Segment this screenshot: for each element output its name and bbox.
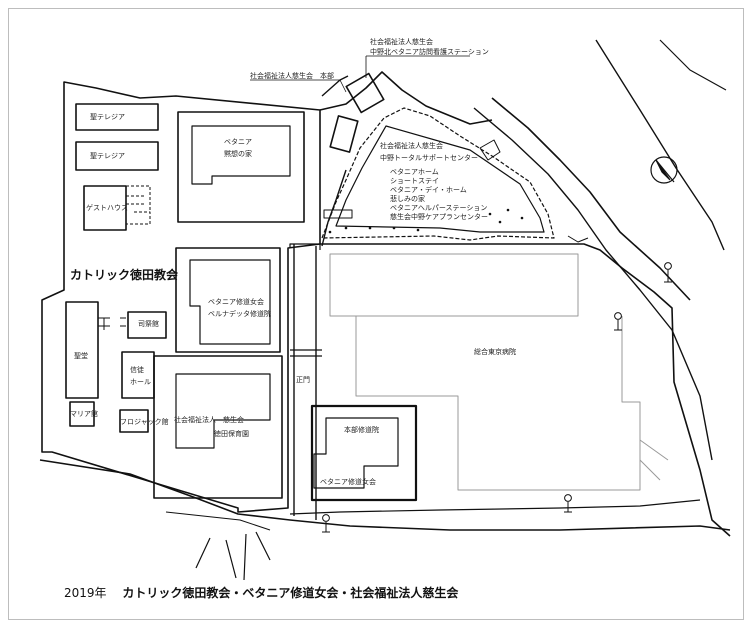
caption-year: 2019年 — [64, 586, 107, 600]
nursery-building — [153, 355, 283, 499]
church-site-boundary — [41, 81, 321, 513]
label-seido: 聖堂 — [74, 352, 88, 360]
label-seiteresia-2: 聖テレジア — [90, 152, 125, 160]
label-support-item-4: 悲しみの家 — [390, 195, 425, 203]
frojack-building — [119, 409, 149, 433]
care-center-boundary — [321, 107, 555, 241]
seiteresia-1-building — [75, 103, 159, 131]
label-support-center-1: 社会福祉法人慈生会 — [380, 142, 443, 150]
label-support-item-1: ベタニアホーム — [390, 168, 439, 176]
label-honbu-convent: 本部修道院 — [344, 426, 379, 434]
guest-house-building — [83, 185, 127, 231]
label-jikeikai-top: 社会福祉法人慈生会 — [370, 38, 433, 46]
label-nursery-1: 社会福祉法人 慈生会 — [174, 416, 244, 424]
label-support-item-5: ベタニアヘルパーステーション — [390, 204, 488, 212]
label-convent-2: ベルナデッタ修道院 — [208, 310, 271, 318]
map-caption: 2019年 カトリック徳田教会・ベタニア修道女会・社会福祉法人慈生会 — [64, 584, 458, 601]
label-gate: 正門 — [296, 376, 310, 384]
label-believer-hall-2: ホール — [130, 378, 151, 386]
label-nakano-kita: 中野北ベタニア訪問看護ステーション — [370, 48, 489, 56]
compass-icon — [650, 156, 678, 184]
label-nursery-2: 徳田保育園 — [214, 430, 249, 438]
visiting-nurse-building — [345, 72, 385, 114]
label-retreat-house-1: ベタニア — [224, 138, 252, 146]
seiteresia-2-building — [75, 141, 159, 171]
label-church: カトリック徳田教会 — [70, 268, 179, 282]
label-guest-house: ゲストハウス — [86, 204, 128, 212]
retreat-house-building — [177, 111, 305, 223]
label-honbu: 社会福祉法人慈生会 本部 — [250, 72, 334, 80]
hospital-building — [329, 253, 579, 317]
label-hospital: 総合東京病院 — [474, 348, 516, 356]
label-maria-hall: マリア館 — [70, 410, 98, 418]
label-bethania-sisters: ベタニア修道女会 — [320, 478, 376, 486]
priest-house-building — [127, 311, 167, 339]
label-believer-hall-1: 信徒 — [130, 366, 144, 374]
label-support-center-2: 中野トータルサポートセンター — [380, 154, 478, 162]
label-convent-1: ベタニア修道女会 — [208, 298, 264, 306]
label-support-item-3: ベタニア・デイ・ホーム — [390, 186, 467, 194]
chapel-building — [65, 301, 99, 399]
main-road — [321, 75, 349, 247]
label-shisai: 司祭館 — [138, 320, 159, 328]
label-seiteresia-1: 聖テレジア — [90, 113, 125, 121]
label-support-item-6: 慈生会中野ケアプランセンター — [390, 213, 488, 221]
caption-title: カトリック徳田教会・ベタニア修道女会・社会福祉法人慈生会 — [122, 586, 459, 600]
label-support-item-2: ショートステイ — [390, 177, 439, 185]
label-frojack: フロジャック館 — [120, 418, 169, 426]
honbu-building — [329, 115, 359, 153]
sisters-compound — [310, 404, 418, 502]
convent-building — [175, 247, 281, 353]
label-retreat-house-2: 黙想の家 — [224, 150, 252, 158]
believer-hall-building — [121, 351, 155, 399]
maria-hall-building — [69, 401, 95, 427]
